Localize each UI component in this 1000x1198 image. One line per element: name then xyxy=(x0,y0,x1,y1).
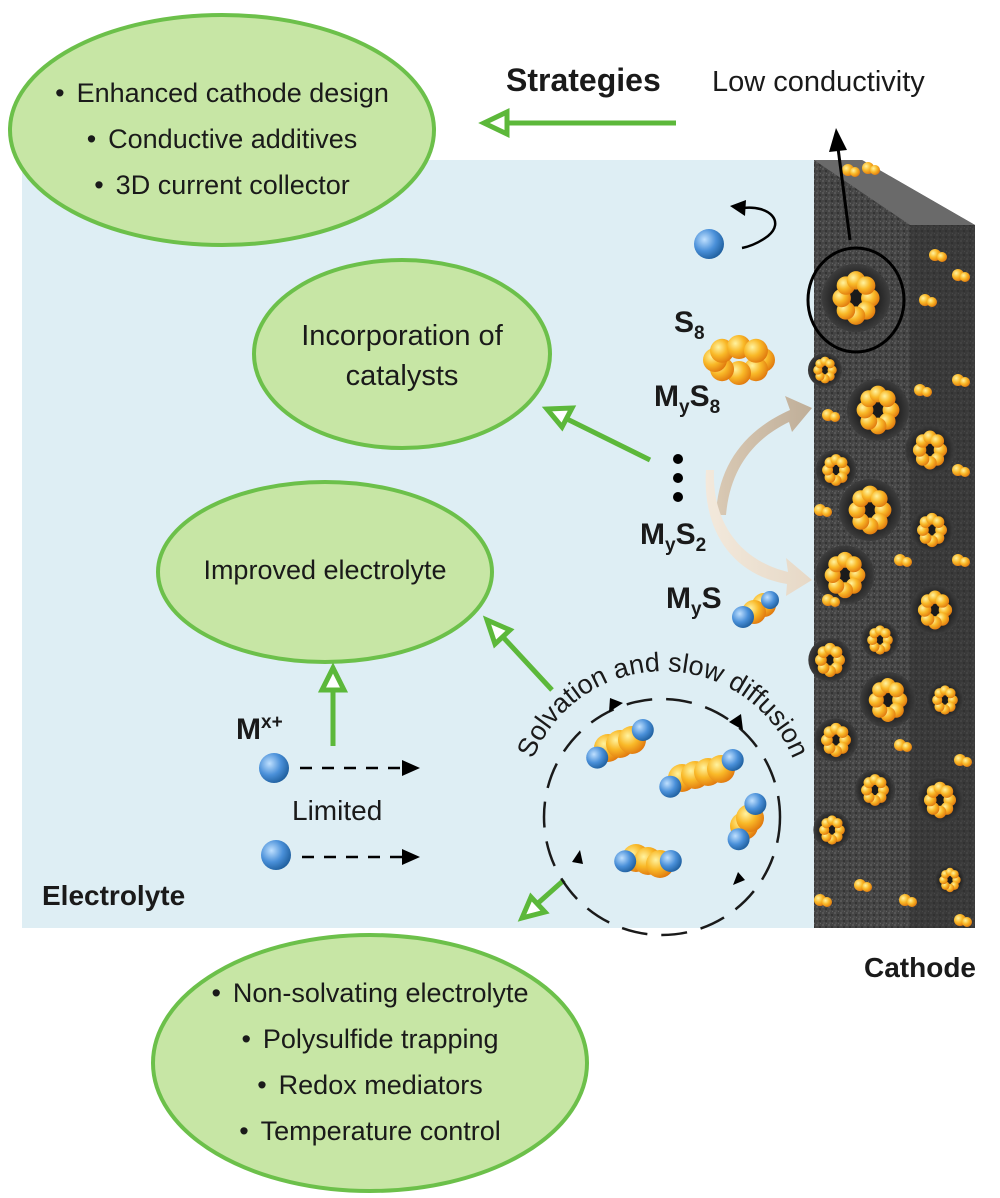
metal-ion xyxy=(744,793,767,815)
solvation-circle xyxy=(542,697,782,937)
sulfur-atom xyxy=(822,897,832,907)
ion-top xyxy=(694,229,724,259)
mys-molecule xyxy=(732,591,779,628)
low-conductivity-indicator xyxy=(806,128,906,354)
metal-ion xyxy=(631,719,654,741)
cation-label: Mx+ xyxy=(236,712,283,746)
sulfur-atom xyxy=(922,387,932,397)
strategy-ellipse-catalysts xyxy=(252,258,552,450)
sulfur-atom xyxy=(902,557,912,567)
sulfur-atom xyxy=(888,682,904,698)
sulfur-atom xyxy=(830,412,840,422)
low-conductivity-label: Low conductivity xyxy=(712,66,925,98)
arrow-bottom-head xyxy=(517,892,550,922)
sulfur-atom xyxy=(862,882,872,892)
limited-transport xyxy=(259,753,420,870)
sulfur-atom xyxy=(878,390,896,408)
sulfur-atom xyxy=(845,556,862,573)
strategy-list-bottom: Non-solvating electrolyte Polysulfide tr… xyxy=(170,970,570,1154)
limited-label: Limited xyxy=(292,795,383,826)
mys-label: MyS xyxy=(666,582,722,620)
sulfur-atom xyxy=(880,628,891,639)
arrow-catalysts-head xyxy=(541,405,577,432)
arrow-catalysts xyxy=(563,415,652,463)
sulfur-atom xyxy=(960,557,970,567)
sulfur-atom xyxy=(960,272,970,282)
metal-ion xyxy=(586,746,609,769)
catalysts-label: Incorporation of catalysts xyxy=(301,320,503,392)
strategy-list-top: Enhanced cathode design Conductive addit… xyxy=(22,70,422,208)
sulfur-atom xyxy=(937,252,947,262)
sulfur-atom xyxy=(945,688,956,699)
arrow-electrolyte-diag xyxy=(500,634,554,692)
sulfur-atom xyxy=(830,646,843,658)
s8-molecule xyxy=(703,335,775,385)
curved-return-arrow xyxy=(730,200,777,250)
sulfur-atom xyxy=(836,457,848,469)
sulfur-atom xyxy=(822,507,832,517)
sulfur-atom xyxy=(875,777,887,789)
conversion-arrows xyxy=(705,396,812,596)
sulfur-atom xyxy=(907,897,917,907)
mys2-label: MyS2 xyxy=(640,518,707,556)
strategy-item: Enhanced cathode design xyxy=(22,70,422,116)
strategy-item: Temperature control xyxy=(170,1108,570,1154)
sulfur-atom xyxy=(932,516,945,528)
ellipsis-dots xyxy=(673,454,683,502)
sulfur-atom xyxy=(870,490,888,508)
sulfur-atom xyxy=(832,818,843,829)
strategy-item: Non-solvating electrolyte xyxy=(170,970,570,1016)
strategy-item: 3D current collector xyxy=(22,162,422,208)
metal-ion xyxy=(659,775,682,798)
solvated-polysulfides xyxy=(586,719,767,878)
strategy-item: Polysulfide trapping xyxy=(170,1016,570,1062)
cathode-block xyxy=(807,160,975,928)
sulfur-atom xyxy=(950,870,959,879)
strategy-ellipse-electrolyte xyxy=(156,480,494,664)
improved-electrolyte-label: Improved electrolyte xyxy=(203,555,447,585)
strategy-item: Conductive additives xyxy=(22,116,422,162)
metal-ion xyxy=(727,828,750,851)
arrow-electrolyte-up-head xyxy=(317,662,349,693)
sulfur-atom xyxy=(962,917,972,927)
s8-label: S8 xyxy=(674,306,705,344)
sulfur-atom xyxy=(902,742,912,752)
arrow-bottom xyxy=(535,878,566,906)
sulfur-atom xyxy=(960,377,970,387)
sulfur-atom xyxy=(962,757,972,767)
sulfur-atom xyxy=(850,167,860,177)
sulfur-atom xyxy=(830,597,840,607)
cathode-label: Cathode xyxy=(864,952,976,983)
ion-limited-1 xyxy=(259,753,289,783)
mys8-label: MyS8 xyxy=(654,380,721,418)
solvation-arrowheads xyxy=(572,698,745,885)
sulfur-atom xyxy=(870,165,880,175)
metal-ion xyxy=(614,850,637,873)
green-arrows xyxy=(317,108,676,922)
sulfur-atom xyxy=(927,297,937,307)
sulfur-atom xyxy=(940,785,954,798)
sulfur-atom xyxy=(743,338,768,363)
strategy-item: Redox mediators xyxy=(170,1062,570,1108)
sulfur-atom xyxy=(935,594,950,608)
electrolyte-label: Electrolyte xyxy=(42,880,186,911)
arrow-strategies-head xyxy=(478,108,510,138)
ion-limited-2 xyxy=(261,840,291,870)
strategies-label: Strategies xyxy=(506,62,661,98)
sulfur-atom xyxy=(960,467,970,477)
sulfur-atom xyxy=(856,276,876,295)
sulfur-atom xyxy=(930,434,945,448)
arrow-electrolyte-diag-head xyxy=(482,615,515,649)
metal-ion xyxy=(659,850,682,872)
sulfur-atom xyxy=(836,726,849,738)
sulfur-atom xyxy=(825,359,835,369)
metal-ion xyxy=(721,749,744,771)
